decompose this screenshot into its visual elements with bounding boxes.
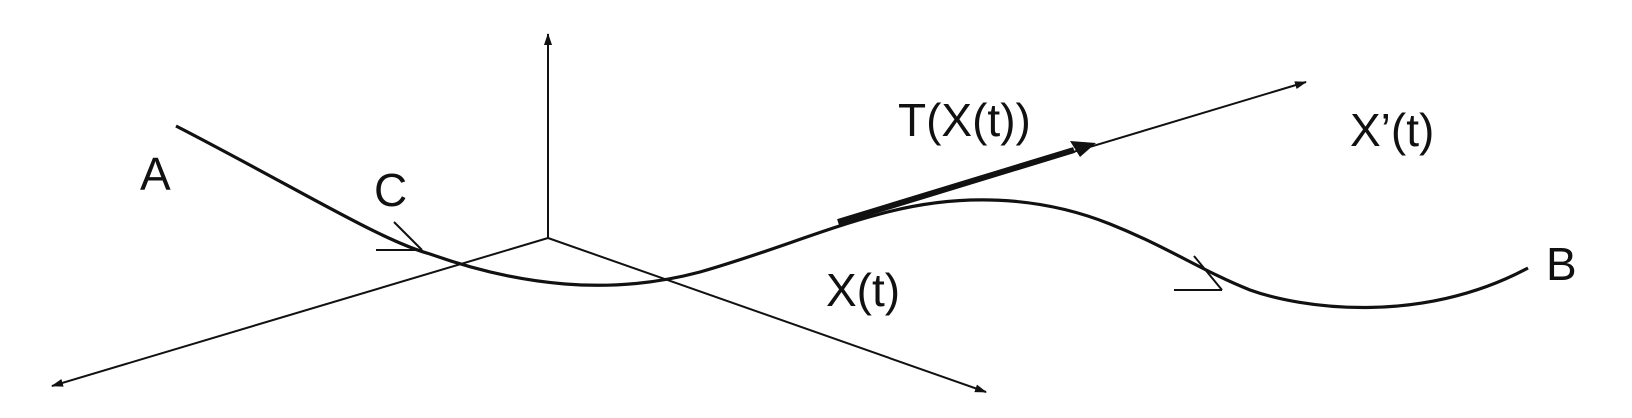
point-c-label: C [374, 164, 407, 216]
tangent-label: T(X(t)) [898, 94, 1031, 146]
point-b-label: B [1546, 238, 1577, 290]
tangent-vector [837, 147, 1075, 225]
tangent-vector-arrowhead [1070, 141, 1096, 157]
left-axis [51, 237, 549, 387]
point-a-label: A [140, 148, 171, 200]
curve-path [175, 124, 1529, 310]
tick-mark-c [376, 221, 423, 251]
position-label: X(t) [826, 264, 900, 316]
derivative-label: X’(t) [1350, 104, 1434, 156]
coordinate-axes [51, 33, 987, 393]
right-axis [547, 237, 987, 393]
tick-mark-b [1174, 255, 1223, 291]
